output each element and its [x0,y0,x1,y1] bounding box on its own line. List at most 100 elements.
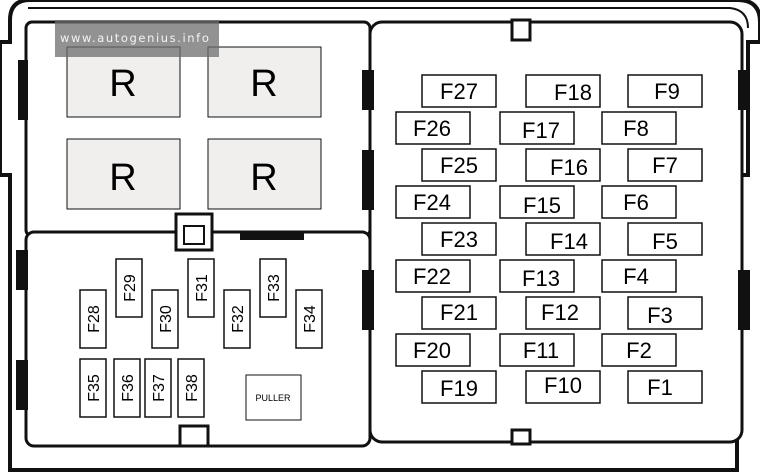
fuse-F32 [223,289,251,349]
fuse-F20 [395,333,471,367]
fuse-F22-label: F22 [413,264,451,289]
fuse-F38 [177,358,205,418]
fuse-F30-label: F30 [158,305,175,333]
fuse-F5 [627,222,703,256]
fuse-F33 [259,258,287,318]
fuse-F34 [295,289,323,349]
right-fuse-grid: F27 F18 F9 F26 F17 F8 F25 F16 F7 F24 F15… [395,74,703,404]
fuse-F37 [144,358,172,418]
fuse-F6 [601,185,677,219]
fuse-F28 [79,289,107,349]
fuse-F3 [627,296,703,330]
fuse-F36 [113,358,141,418]
fuse-F24-label: F24 [413,190,451,215]
right-panel-side-clip-5 [738,270,750,330]
relay-group: R R R R [66,46,322,210]
fuse-F13 [499,259,575,293]
fuse-F17-label: F17 [522,118,560,143]
fuse-F36-label: F36 [120,374,137,402]
fuse-F10-label: F10 [544,373,582,398]
fuse-F16-label: F16 [550,155,588,180]
fuse-F18 [525,74,601,108]
fuse-F14-label: F14 [550,229,588,254]
fuse-F15-label: F15 [523,193,561,218]
fuse-F10 [525,370,601,404]
fuse-F31-label: F31 [194,274,211,302]
relay-2 [207,46,322,118]
fuse-F2-label: F2 [626,338,652,363]
relay-panel-side-clip [18,60,28,120]
relay-2-label: R [250,63,277,105]
right-panel-side-clip-3 [362,270,374,330]
fuse-F35-label: F35 [86,374,103,402]
fuse-F27-label: F27 [440,79,478,104]
fuse-F12 [525,296,601,330]
fuse-F15 [499,185,575,219]
fuse-F6-label: F6 [623,190,649,215]
housing-inner-lip [28,7,749,29]
fuse-puller-label: PULLER [255,393,291,403]
fuse-F11 [499,333,575,367]
right-panel-side-clip-1 [362,70,374,110]
fuse-F33-label: F33 [266,274,283,302]
relay-3 [66,138,181,210]
fuse-F13-label: F13 [522,266,560,291]
right-panel-side-clip-4 [738,70,750,110]
fuse-F12-label: F12 [541,300,579,325]
left-block-side-clip-2 [16,360,28,410]
fuse-F25-label: F25 [440,153,478,178]
fuse-F21-label: F21 [440,300,478,325]
fuse-F38-label: F38 [184,374,201,402]
fuse-F22 [395,259,471,293]
watermark: www.autogenius.info [55,20,219,57]
right-panel-bottom-clip [510,428,532,446]
relay-1 [66,46,181,118]
fuse-F35 [79,358,107,418]
fuse-F21 [421,296,497,330]
fuse-F32-label: F32 [230,305,247,333]
relay-1-label: R [109,63,136,105]
fuse-F27 [421,74,497,108]
left-block-bottom-clip [178,424,210,448]
connector-latch-inner [183,225,205,245]
fuse-F1-label: F1 [647,375,673,400]
left-block-top-clip [240,232,304,240]
fuse-F23-label: F23 [440,227,478,252]
fuse-F1 [627,370,703,404]
fuse-F23 [421,222,497,256]
fuse-F16 [525,148,601,182]
fuse-F37-label: F37 [151,374,168,402]
fuse-F34-label: F34 [302,305,319,333]
fuse-F4 [601,259,677,293]
relay-4-label: R [250,157,277,199]
relay-4 [207,138,322,210]
fuse-F26 [395,111,471,145]
fuse-F30 [151,289,179,349]
fuse-F2 [601,333,677,367]
fuse-F7-label: F7 [652,153,678,178]
fuse-F31 [187,258,215,318]
fuse-F9-label: F9 [654,79,680,104]
fuse-F8 [601,111,677,145]
fuse-F7 [627,148,703,182]
fuse-F18-label: F18 [554,80,592,105]
fuse-F29-label: F29 [122,274,139,302]
fuse-F19 [421,370,497,404]
fuse-F5-label: F5 [652,229,678,254]
fuse-F20-label: F20 [413,338,451,363]
right-panel-top-clip [510,18,532,42]
fuse-F9 [627,74,703,108]
right-panel-side-clip-2 [362,150,374,210]
fuse-puller [245,374,302,421]
fuse-F8-label: F8 [623,116,649,141]
left-block-side-clip-1 [16,250,28,290]
fuse-F28-label: F28 [86,305,103,333]
fuse-F4-label: F4 [623,264,649,289]
fuse-F17 [499,111,575,145]
fuse-F19-label: F19 [440,376,478,401]
fuse-F26-label: F26 [413,116,451,141]
fuse-F3-label: F3 [647,303,673,328]
relay-3-label: R [109,157,136,199]
